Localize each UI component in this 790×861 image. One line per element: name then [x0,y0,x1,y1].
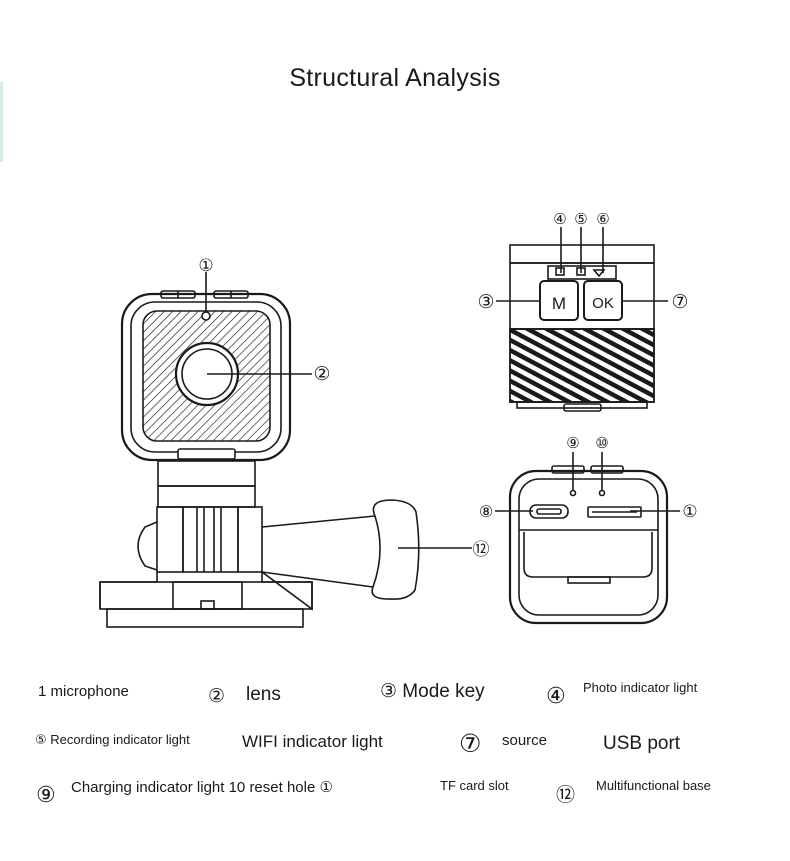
legend-photo-light: Photo indicator light [583,680,698,695]
mode-button-label: M [552,294,566,313]
legend-base-number: ⑫ [556,784,576,806]
legend-lens-number: ② [208,685,226,707]
callout-2-lens: ② [313,363,330,385]
legend-power: source [502,732,548,749]
legend-microphone: 1 microphone [38,683,129,700]
callout-7-power: ⑦ [671,291,688,313]
legend-power-number: ⑦ [459,729,482,758]
legend-recording-light: ⑤ Recording indicator light [35,732,190,747]
legend-tf-slot: TF card slot [440,778,509,793]
callout-5-recording-light: ⑤ [574,210,587,228]
legend-usb-port: USB port [603,733,681,754]
ok-button-label: OK [592,295,614,312]
callout-3-mode-key: ③ [477,291,494,313]
legend-lens: lens [246,684,281,705]
ports-camera-view [508,465,669,625]
page-title: Structural Analysis [289,64,501,92]
legend-wifi-light: WIFI indicator light [242,732,383,751]
callout-1-microphone: ① [198,256,213,276]
legend-charging-number: ⑨ [36,783,56,808]
front-camera-view [99,290,420,628]
legend-mode-key: ③ Mode key [380,681,485,702]
callout-10-reset: ⑩ [595,434,608,452]
callout-6-wifi-light: ⑥ [596,210,609,228]
callout-11-tf-slot: ① [682,502,697,522]
callout-9-charging-light: ⑨ [566,434,579,452]
legend-base: Multifunctional base [596,778,711,793]
back-camera-view [509,244,655,412]
legend-charging-reset: Charging indicator light 10 reset hole ① [71,779,333,796]
callout-8-usb: ⑧ [479,502,493,521]
left-accent-bar [0,82,3,162]
callout-4-photo-light: ④ [553,210,566,228]
legend-photo-number: ④ [546,684,566,709]
callout-12-base: ⑫ [473,540,490,560]
